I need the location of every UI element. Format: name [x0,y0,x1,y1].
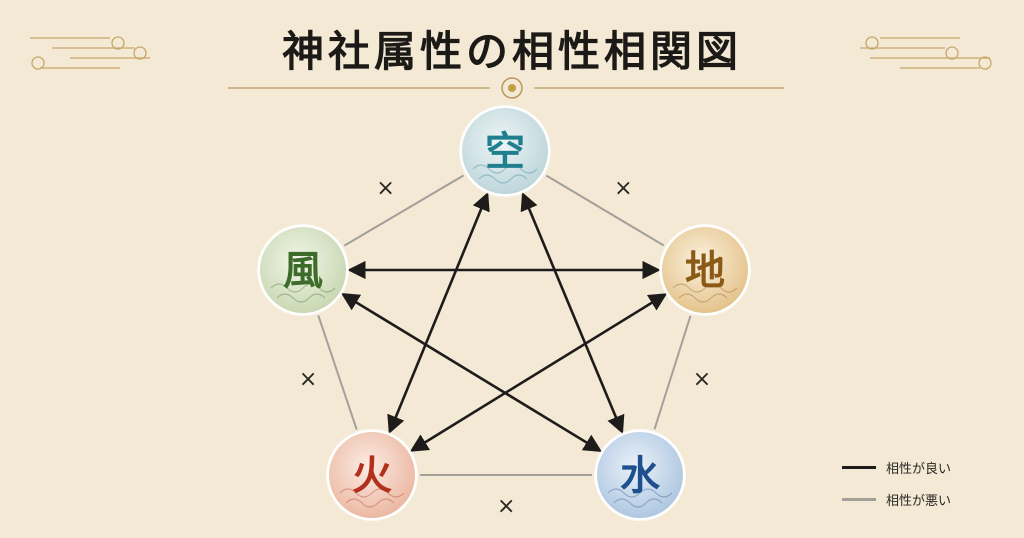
node-kaze: 風 [257,224,349,316]
legend-good: 相性が良い [842,456,951,478]
bad-link-sora-chi [545,174,665,247]
bad-mark: × [497,494,515,519]
node-circle-kaze [258,225,348,315]
wave-pattern [672,283,738,303]
wave-pattern [472,164,538,184]
legend-line-bad [842,497,876,501]
node-sora: 空 [459,105,551,197]
node-circle-mizu [595,430,685,520]
bad-mark: × [299,367,317,392]
node-label-chi: 地 [685,247,725,294]
bad-link-chi-mizu [653,315,692,430]
node-label-hi: 火 [352,452,392,499]
node-circle-hi [327,430,417,520]
node-mizu: 水 [594,429,686,521]
bad-mark: × [376,176,394,201]
bad-mark: × [614,176,632,201]
title-ornament [228,77,784,99]
good-link-chi-hi [409,293,668,452]
legend-label-bad: 相性が悪い [886,493,952,509]
cloud-ornament-left [30,36,150,70]
legend-label-good: 相性が良い [886,461,952,477]
node-chi: 地 [659,224,751,316]
good-link-sora-mizu [520,191,625,435]
legend: 相性が良い 相性が悪い [842,456,951,520]
legend-line-good [842,465,876,469]
wave-pattern [607,488,673,508]
page-title: 神社属性の相性相関図 [281,27,742,76]
good-link-sora-hi [387,192,490,434]
node-label-kaze: 風 [283,247,323,294]
node-label-sora: 空 [485,128,525,175]
node-hi: 火 [326,429,418,521]
bad-link-kaze-sora [343,174,465,247]
cloud-ornament-right [860,36,992,70]
good-links [340,191,668,452]
legend-bad: 相性が悪い [842,488,951,510]
bad-mark: × [693,367,711,392]
bad-link-hi-kaze [317,315,358,430]
wave-pattern [270,283,336,303]
node-circle-chi [660,225,750,315]
good-link-kaze-mizu [340,293,603,452]
node-label-mizu: 水 [620,452,661,499]
wave-pattern [339,488,405,508]
element-nodes: 空地水 火 風 [257,105,751,521]
node-circle-sora [460,106,550,196]
